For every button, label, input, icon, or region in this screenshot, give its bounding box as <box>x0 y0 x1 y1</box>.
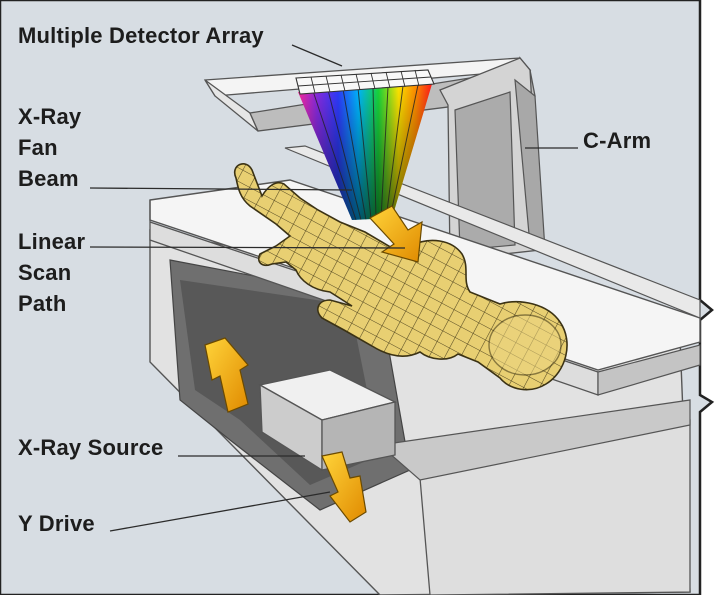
label-fan-beam-line-1: X-Ray <box>18 104 82 129</box>
label-fan-beam-line-3: Beam <box>18 166 79 191</box>
label-y-drive: Y Drive <box>18 511 95 536</box>
source-up-arrow <box>204 337 249 413</box>
y-drive-arrow <box>321 451 367 523</box>
label-fan-beam: X-Ray Fan Beam <box>18 101 81 194</box>
label-detector-array: Multiple Detector Array <box>18 23 264 48</box>
label-c-arm: C-Arm <box>583 128 652 153</box>
label-scan-path-line-2: Scan <box>18 260 72 285</box>
leader-detector-array <box>291 44 343 67</box>
leader-y-drive <box>109 491 331 532</box>
label-fan-beam-line-2: Fan <box>18 135 58 160</box>
label-scan-path: Linear Scan Path <box>18 226 85 319</box>
xray-source-arm <box>258 369 397 472</box>
leader-fan-beam <box>89 187 353 191</box>
xray-fan-beam <box>298 84 432 220</box>
label-scan-path-line-1: Linear <box>18 229 86 254</box>
leader-lines <box>89 44 578 532</box>
label-xray-source: X-Ray Source <box>18 435 164 460</box>
detector-array <box>295 69 435 95</box>
label-scan-path-line-3: Path <box>18 291 67 316</box>
scan-path-arrow <box>369 205 423 263</box>
leader-scan-path <box>89 246 406 249</box>
